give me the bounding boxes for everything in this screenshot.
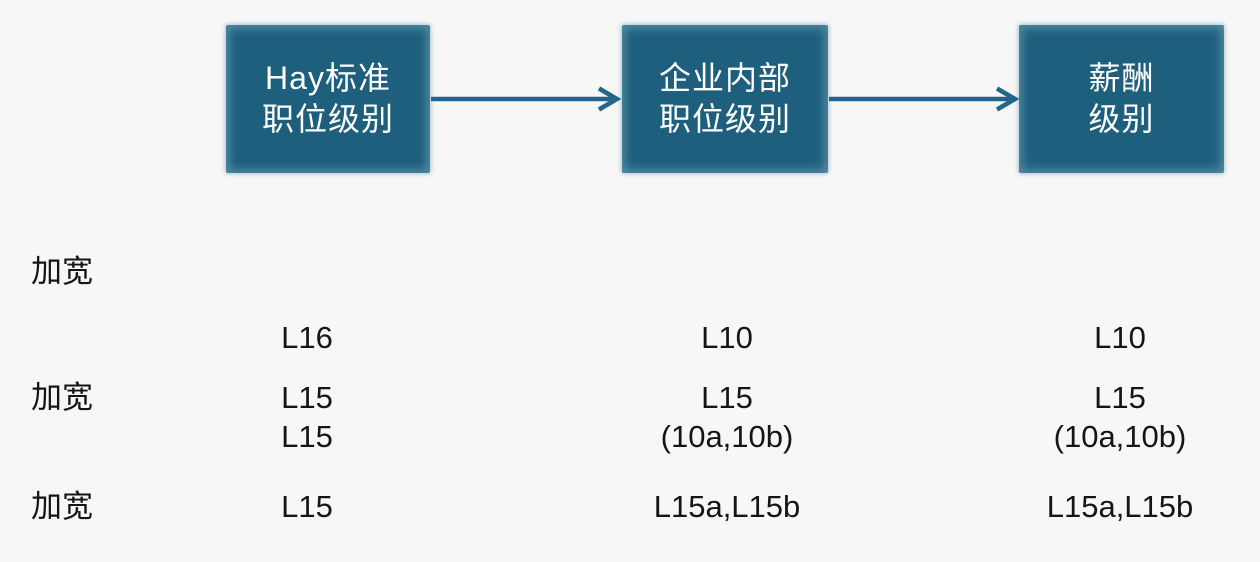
cell-hay-row3: L15: [281, 489, 333, 524]
arrow-right-icon: [431, 86, 622, 112]
cell-internal-row1: L10 (10a,10b): [661, 255, 794, 519]
flow-box-label-line: 级别: [1088, 101, 1155, 137]
cell-line: L15: [281, 419, 333, 454]
cell-hay-row2: L15: [281, 380, 333, 415]
cell-internal-row2: L15: [701, 380, 753, 415]
cell-internal-row3: L15a,L15b: [653, 489, 801, 524]
cell-salary-row1: L10 (10a,10b): [1054, 255, 1187, 519]
flow-box-label-line: 薪酬: [1088, 60, 1155, 96]
flow-box-hay-standard: Hay标准 职位级别: [226, 25, 430, 173]
flow-box-salary: 薪酬 级别: [1019, 25, 1224, 173]
cell-line: L10: [1094, 320, 1146, 355]
flow-box-label-line: 职位级别: [658, 101, 791, 137]
arrow-right-icon: [829, 86, 1020, 112]
cell-line: L10: [701, 320, 753, 355]
flow-box-label-line: 企业内部: [658, 60, 791, 96]
cell-salary-row3: L15a,L15b: [1046, 489, 1194, 524]
row-label: 加宽: [31, 380, 93, 415]
flow-box-enterprise-internal: 企业内部 职位级别: [622, 25, 828, 173]
cell-line: (10a,10b): [660, 419, 794, 454]
cell-line: L16: [281, 320, 333, 355]
cell-line: (10a,10b): [1053, 419, 1187, 454]
cell-hay-row1: L16 L15: [281, 255, 333, 519]
cell-salary-row2: L15: [1094, 380, 1146, 415]
flow-box-label-line: 职位级别: [261, 101, 394, 137]
row-label: 加宽: [31, 254, 93, 289]
row-label: 加宽: [31, 489, 93, 524]
flow-box-label-line: Hay标准: [265, 60, 391, 96]
